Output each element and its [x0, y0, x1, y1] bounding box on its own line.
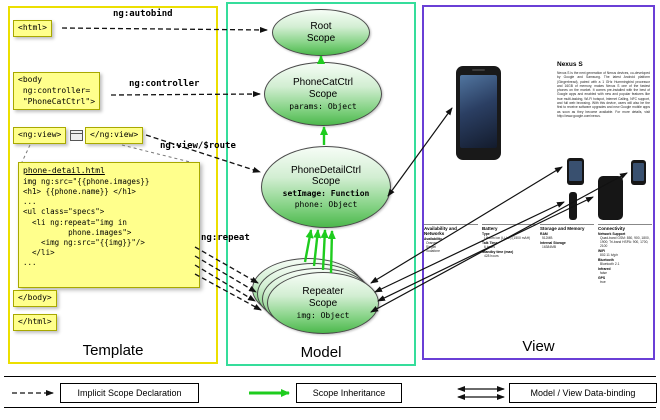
- legend-bottom-divider: [4, 407, 656, 408]
- view-window-icon: [70, 130, 83, 141]
- repeater-scope-prop: img: Object: [296, 310, 350, 320]
- thumbnail-screen: [633, 163, 644, 181]
- spec-header: Availability and Networks: [424, 226, 457, 236]
- template-panel: Template: [8, 6, 218, 364]
- repeater-scope-title: Repeater Scope: [302, 286, 344, 309]
- phone-thumbnail-1: [567, 158, 584, 185]
- phone-thumbnail-back: [598, 176, 623, 220]
- spec-value: 6 hours: [484, 245, 495, 249]
- nexus-s-phone-image: [456, 66, 501, 160]
- ngview-open-tag: <ng:view>: [13, 127, 67, 144]
- spec-value: 428 hours: [484, 254, 499, 258]
- spec-value: Quad-band GSM: 850, 900, 1800, 1900; Tri…: [600, 236, 650, 248]
- thumbnail-screen: [569, 161, 582, 181]
- code-filename: phone-detail.html: [23, 166, 105, 175]
- phone-description: Nexus S is the next generation of Nexus …: [557, 71, 650, 118]
- legend-top-divider: [4, 376, 656, 377]
- phonedetailctrl-scope-phone-prop: phone: Object: [294, 200, 358, 210]
- phone-thumbnail-2: [631, 160, 646, 185]
- body-close-tag: </body>: [13, 290, 57, 307]
- ng-controller-label: ng:controller: [129, 79, 200, 89]
- spec-value: Lithium Ion (Li-Ion) (1500 mAH): [484, 236, 531, 240]
- code-body: img ng:src="{{phone.images}} <h1> {{phon…: [23, 177, 150, 267]
- legend-implicit-scope-declaration: Implicit Scope Declaration: [60, 383, 199, 403]
- spec-value: false: [600, 271, 607, 275]
- root-scope-title: Root Scope: [306, 21, 336, 44]
- spec-header: Battery: [482, 226, 498, 231]
- spec-value: 802.11 b/g/n: [600, 253, 619, 257]
- spec-value: Bluetooth 2.1: [600, 262, 620, 266]
- repeater-scope-ellipse: Repeater Scope img: Object: [267, 272, 379, 334]
- ng-repeat-label: ng:repeat: [201, 233, 250, 243]
- phonedetailctrl-scope-setimage-prop: setImage: Function: [282, 189, 370, 199]
- spec-value: Vodafone: [426, 249, 440, 253]
- html-close-tag: </html>: [13, 314, 57, 331]
- phonecatctrl-scope-ellipse: PhoneCatCtrl Scope params: Object: [264, 62, 382, 126]
- html-open-tag: <html>: [13, 20, 52, 37]
- phone-thumbnail-side: [569, 192, 577, 220]
- phonedetailctrl-scope-title: PhoneDetailCtrl Scope: [290, 164, 362, 187]
- view-panel-label: View: [522, 338, 555, 355]
- phonecatctrl-scope-title: PhoneCatCtrl Scope: [292, 77, 354, 100]
- spec-header: Connectivity: [598, 226, 626, 231]
- spec-header: Storage and Memory: [540, 226, 585, 231]
- phone-speaker: [472, 69, 485, 71]
- legend-model-view-data-binding: Model / View Data-binding: [509, 383, 657, 403]
- spec-value: 512MB: [542, 236, 553, 240]
- phonecatctrl-scope-prop: params: Object: [289, 101, 357, 111]
- ng-autobind-label: ng:autobind: [113, 9, 173, 19]
- ng-view-route-label: ng:view/$route: [160, 141, 236, 151]
- spec-value: 16384MB: [542, 245, 557, 249]
- body-controller-tag: <body ng:controller= "PhoneCatCtrl">: [13, 72, 101, 111]
- phonedetailctrl-scope-ellipse: PhoneDetailCtrl Scope setImage: Function…: [261, 146, 391, 228]
- model-panel-label: Model: [300, 344, 342, 361]
- legend-scope-inheritance: Scope Inheritance: [296, 383, 402, 403]
- phone-detail-template-code: phone-detail.html img ng:src="{{phone.im…: [18, 162, 200, 288]
- phone-screen: [460, 75, 497, 148]
- phone-name-heading: Nexus S: [557, 61, 583, 68]
- root-scope-ellipse: Root Scope: [272, 9, 370, 56]
- ngview-close-tag: </ng:view>: [85, 127, 144, 144]
- template-panel-label: Template: [82, 342, 144, 359]
- spec-value: true: [600, 280, 606, 284]
